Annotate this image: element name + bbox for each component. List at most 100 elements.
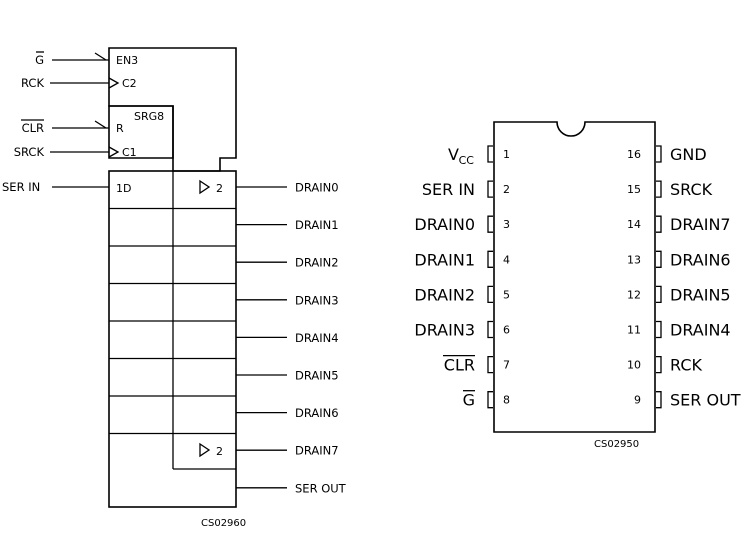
srck-input-label: SRCK <box>14 145 45 159</box>
clr-input-label: CLR <box>22 121 44 135</box>
rck-clock-icon <box>108 77 120 89</box>
output-label: DRAIN1 <box>295 218 339 232</box>
pin-name: GND <box>670 145 707 164</box>
c2-label: C2 <box>122 77 137 90</box>
left-pin: 8G <box>463 390 510 410</box>
left-pin: 3 DRAIN0 <box>414 215 510 234</box>
pin-number: 1 <box>503 148 510 161</box>
pin-number: 7 <box>503 359 510 372</box>
pin-number: 9 <box>634 394 641 407</box>
output-label: DRAIN7 <box>295 444 339 458</box>
left-pin: 4 DRAIN1 <box>414 250 510 269</box>
pin-name: G <box>463 391 475 410</box>
pin-lead-icon <box>656 285 662 304</box>
pin-number: 3 <box>503 218 510 231</box>
left-pin: 2 SER IN <box>422 180 510 199</box>
clr-input-marker <box>94 120 107 129</box>
right-pin: 14 DRAIN7 <box>627 215 731 234</box>
pin-number: 10 <box>627 359 641 372</box>
pin-lead-icon <box>487 180 493 198</box>
pin-lead-icon <box>656 391 662 409</box>
pin-number: 15 <box>627 183 641 196</box>
pin-name: DRAIN4 <box>670 321 731 340</box>
pin-name: DRAIN1 <box>414 250 475 269</box>
rck-input-label: RCK <box>21 76 44 90</box>
right-pin: 10 RCK <box>627 356 702 375</box>
output-labels: DRAIN0DRAIN1DRAIN2DRAIN3DRAIN4DRAIN5DRAI… <box>295 181 347 496</box>
right-pin: 12 DRAIN5 <box>627 285 731 304</box>
pin-number: 12 <box>627 288 641 301</box>
open-drain-icon-first <box>199 179 211 195</box>
srck-clock-icon <box>108 146 120 158</box>
pin-name: DRAIN7 <box>670 215 731 234</box>
pin-lead-icon <box>487 215 493 233</box>
pin-name: DRAIN2 <box>414 285 475 304</box>
g-input-label: G <box>35 53 44 67</box>
pin-lead-icon <box>656 355 662 374</box>
logic-symbol: G RCK CLR SRCK SER IN EN3 C2 SRG8 R C1 1… <box>2 47 347 529</box>
output-label: DRAIN3 <box>295 293 339 307</box>
d1-label: 1D <box>116 182 131 195</box>
pin-lead-icon <box>656 145 662 163</box>
output-label: DRAIN5 <box>295 369 339 383</box>
pin-number: 13 <box>627 253 641 266</box>
output-label: DRAIN6 <box>295 406 339 420</box>
pin-number: 4 <box>503 253 510 266</box>
last-output-label: 2 <box>216 445 223 458</box>
c1-label: C1 <box>122 146 137 159</box>
logic-symbol-caption: CS02960 <box>201 518 246 529</box>
pin-lead-icon <box>656 180 662 198</box>
right-pin: 13 DRAIN6 <box>627 250 731 269</box>
output-label: DRAIN2 <box>295 256 339 270</box>
pin-name: DRAIN0 <box>414 215 475 234</box>
pin-name-subscript: CC <box>459 154 475 167</box>
pin-lead-icon <box>656 250 662 268</box>
en3-label: EN3 <box>116 54 138 67</box>
pin-name: SER IN <box>422 180 475 199</box>
package-outline <box>493 121 656 433</box>
pin-number: 16 <box>627 148 641 161</box>
pin-lead-icon <box>656 320 662 339</box>
array-row-lines <box>109 207 236 435</box>
pin-lead-icon <box>487 320 493 339</box>
srg8-block <box>108 105 174 159</box>
pin-name: V <box>448 145 459 164</box>
left-pin: 6 DRAIN3 <box>414 321 510 340</box>
pin-number: 8 <box>503 394 510 407</box>
ser-in-input-label: SER IN <box>2 180 40 194</box>
pin-name: DRAIN3 <box>414 321 475 340</box>
pin-name: DRAIN6 <box>670 250 731 269</box>
r-label: R <box>116 122 124 135</box>
output-lines <box>236 186 287 489</box>
first-output-label: 2 <box>216 182 223 195</box>
pin-lead-icon <box>487 145 493 163</box>
open-drain-icon-last <box>199 442 211 458</box>
pin-number: 14 <box>627 218 641 231</box>
pin-lead-icon <box>656 215 662 233</box>
output-label: SER OUT <box>295 481 347 495</box>
pin-name: SRCK <box>670 180 713 199</box>
output-label: DRAIN4 <box>295 331 339 345</box>
right-pin: 16 GND <box>627 145 707 164</box>
pin-lead-icon <box>487 355 493 374</box>
pin-number: 2 <box>503 183 510 196</box>
pin-name: CLR <box>444 356 475 375</box>
pin-lead-icon <box>487 391 493 409</box>
package-caption: CS02950 <box>594 439 639 450</box>
g-input-marker <box>94 52 107 61</box>
srg8-label: SRG8 <box>134 110 164 123</box>
left-pin: 7 CLR <box>443 354 510 375</box>
pin-name: DRAIN5 <box>670 285 731 304</box>
pin-number: 6 <box>503 324 510 337</box>
pin-lead-icon <box>487 285 493 304</box>
right-pin: 15 SRCK <box>627 180 713 199</box>
pin-name: RCK <box>670 356 702 375</box>
